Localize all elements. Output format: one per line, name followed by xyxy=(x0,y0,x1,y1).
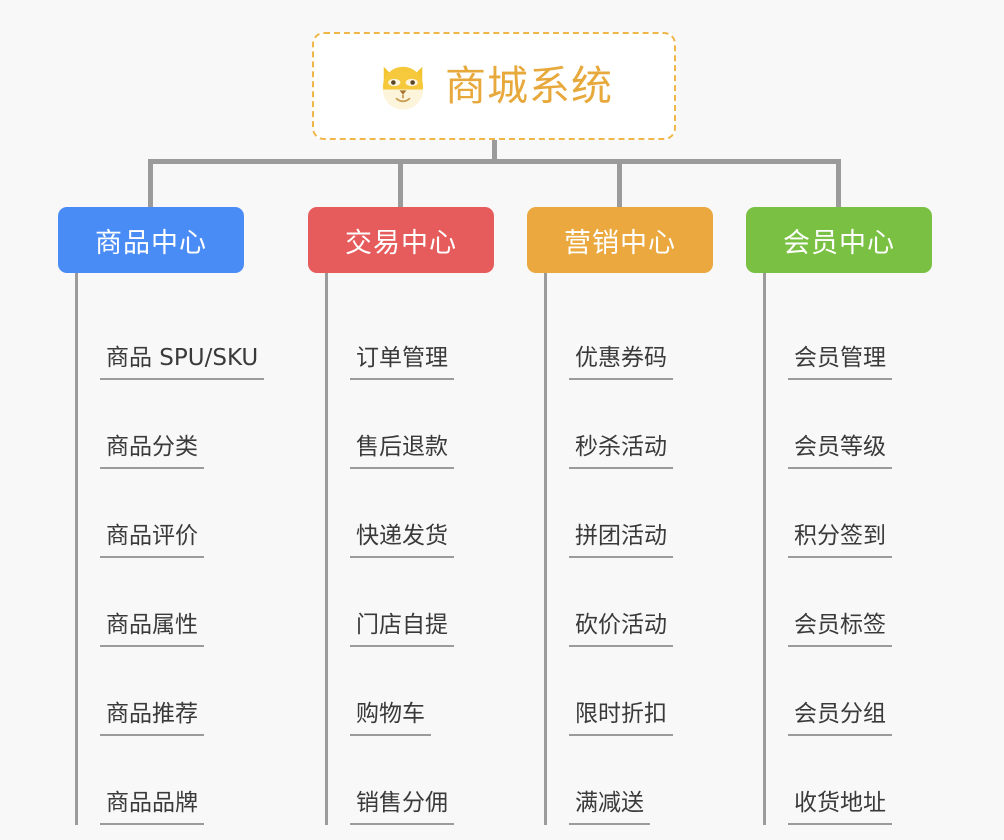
list-item[interactable]: 商品分类 xyxy=(78,380,278,469)
list-item-label: 商品评价 xyxy=(100,523,204,558)
list-item-label: 拼团活动 xyxy=(569,523,673,558)
list-item-label: 优惠券码 xyxy=(569,345,673,380)
list-item[interactable]: 会员分组 xyxy=(766,647,966,736)
list-item[interactable]: 拼团活动 xyxy=(547,469,747,558)
list-item[interactable]: 商品品牌 xyxy=(78,736,278,825)
list-item[interactable]: 会员标签 xyxy=(766,558,966,647)
category-column-product: 商品中心 商品 SPU/SKU 商品分类 商品评价 商品属性 商品推荐 商品品牌 xyxy=(58,207,278,825)
list-item[interactable]: 售后退款 xyxy=(328,380,528,469)
list-item-label: 收货地址 xyxy=(788,790,892,825)
list-item-label: 商品 SPU/SKU xyxy=(100,345,265,380)
list-item-label: 会员分组 xyxy=(788,701,892,736)
list-item-label: 商品属性 xyxy=(100,612,204,647)
list-item-label: 售后退款 xyxy=(350,434,454,469)
category-header-member[interactable]: 会员中心 xyxy=(746,207,932,273)
list-item-label: 订单管理 xyxy=(350,345,454,380)
list-item[interactable]: 商品 SPU/SKU xyxy=(78,291,278,380)
list-item[interactable]: 快递发货 xyxy=(328,469,528,558)
list-item-label: 商品分类 xyxy=(100,434,204,469)
list-item-label: 砍价活动 xyxy=(569,612,673,647)
category-item-list-product: 商品 SPU/SKU 商品分类 商品评价 商品属性 商品推荐 商品品牌 xyxy=(75,273,278,825)
shiba-dog-face-icon xyxy=(375,58,431,114)
list-item-label: 满减送 xyxy=(569,790,650,825)
list-item-label: 门店自提 xyxy=(350,612,454,647)
list-item-label: 商品品牌 xyxy=(100,790,204,825)
list-item[interactable]: 积分签到 xyxy=(766,469,966,558)
category-column-trade: 交易中心 订单管理 售后退款 快递发货 门店自提 购物车 销售分佣 xyxy=(308,207,528,825)
category-column-marketing: 营销中心 优惠券码 秒杀活动 拼团活动 砍价活动 限时折扣 满减送 xyxy=(527,207,747,825)
category-column-member: 会员中心 会员管理 会员等级 积分签到 会员标签 会员分组 收货地址 xyxy=(746,207,966,825)
list-item[interactable]: 砍价活动 xyxy=(547,558,747,647)
list-item-label: 会员标签 xyxy=(788,612,892,647)
root-node[interactable]: 商城系统 xyxy=(312,32,676,140)
category-header-trade[interactable]: 交易中心 xyxy=(308,207,494,273)
list-item[interactable]: 商品推荐 xyxy=(78,647,278,736)
list-item-label: 快递发货 xyxy=(350,523,454,558)
connector-drop-3 xyxy=(836,159,841,209)
list-item-label: 限时折扣 xyxy=(569,701,673,736)
category-header-label: 会员中心 xyxy=(783,227,895,259)
category-header-marketing[interactable]: 营销中心 xyxy=(527,207,713,273)
connector-drop-2 xyxy=(617,159,622,209)
list-item-label: 积分签到 xyxy=(788,523,892,558)
connector-bus xyxy=(148,159,840,164)
list-item-label: 销售分佣 xyxy=(350,790,454,825)
connector-drop-1 xyxy=(398,159,403,209)
category-header-label: 商品中心 xyxy=(95,227,207,259)
connector-stem xyxy=(492,140,497,162)
category-header-label: 营销中心 xyxy=(564,227,676,259)
list-item[interactable]: 会员等级 xyxy=(766,380,966,469)
category-item-list-trade: 订单管理 售后退款 快递发货 门店自提 购物车 销售分佣 xyxy=(325,273,528,825)
list-item[interactable]: 满减送 xyxy=(547,736,747,825)
list-item-label: 秒杀活动 xyxy=(569,434,673,469)
list-item[interactable]: 会员管理 xyxy=(766,291,966,380)
category-header-label: 交易中心 xyxy=(345,227,457,259)
category-item-list-marketing: 优惠券码 秒杀活动 拼团活动 砍价活动 限时折扣 满减送 xyxy=(544,273,747,825)
list-item[interactable]: 限时折扣 xyxy=(547,647,747,736)
list-item[interactable]: 优惠券码 xyxy=(547,291,747,380)
connector-drop-0 xyxy=(148,159,153,209)
category-header-product[interactable]: 商品中心 xyxy=(58,207,244,273)
list-item[interactable]: 秒杀活动 xyxy=(547,380,747,469)
list-item[interactable]: 收货地址 xyxy=(766,736,966,825)
list-item[interactable]: 商品评价 xyxy=(78,469,278,558)
list-item-label: 购物车 xyxy=(350,701,431,736)
list-item[interactable]: 购物车 xyxy=(328,647,528,736)
list-item[interactable]: 销售分佣 xyxy=(328,736,528,825)
list-item[interactable]: 门店自提 xyxy=(328,558,528,647)
list-item-label: 会员管理 xyxy=(788,345,892,380)
list-item[interactable]: 商品属性 xyxy=(78,558,278,647)
list-item-label: 会员等级 xyxy=(788,434,892,469)
category-item-list-member: 会员管理 会员等级 积分签到 会员标签 会员分组 收货地址 xyxy=(763,273,966,825)
list-item[interactable]: 订单管理 xyxy=(328,291,528,380)
list-item-label: 商品推荐 xyxy=(100,701,204,736)
root-title: 商城系统 xyxy=(445,61,613,110)
